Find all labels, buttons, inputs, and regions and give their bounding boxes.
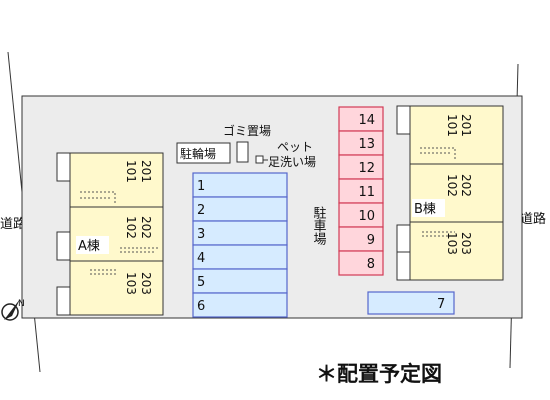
- building-b: 201 101 202 102 203 103 B棟: [396, 105, 504, 281]
- building-b-unit-03: [409, 221, 504, 281]
- building-b-lower-01: 101: [445, 114, 459, 137]
- building-a-upper-02: 202: [139, 216, 153, 239]
- parking-lot-label: 11: [358, 185, 375, 200]
- building-a: 201 101 202 102 203 103 A棟: [56, 152, 164, 316]
- building-a-unit-03: [69, 260, 164, 316]
- parking-lot-11: [338, 178, 384, 204]
- building-a-lower-01: 101: [124, 160, 138, 183]
- building-a-lower-02: 102: [124, 216, 138, 239]
- building-b-upper-02: 202: [459, 174, 473, 197]
- parking-lot-label: 5: [197, 275, 205, 290]
- building-a-upper-03: 203: [139, 272, 153, 295]
- building-b-upper-01: 201: [459, 114, 473, 137]
- building-a-upper-01: 201: [139, 160, 153, 183]
- parking-lot-label: 1: [197, 179, 205, 194]
- garbage-label: ゴミ置場: [223, 123, 271, 138]
- parking-lot-7-label: 7: [437, 297, 445, 312]
- parking-lot-2: [192, 196, 288, 222]
- north-arrow-icon: N: [1, 299, 25, 321]
- pet-wash-label-line1: ペット: [277, 140, 313, 154]
- bicycle-parking-label: 駐輪場: [180, 146, 216, 161]
- parking-lot-9: [338, 226, 384, 252]
- layout-note: ＊配置予定図: [316, 362, 442, 386]
- parking-lot-label: 3: [197, 227, 205, 242]
- svg-text:N: N: [18, 299, 25, 309]
- parking-lot-4: [192, 244, 288, 270]
- parking-lot-label: 2: [197, 203, 205, 218]
- building-a-lower-03: 103: [124, 272, 138, 295]
- pet-wash-label-line2: 足洗い場: [268, 155, 316, 169]
- water-tap-icon: [255, 155, 268, 164]
- parking-lot-6: [192, 292, 288, 318]
- parking-lot-label: 9: [367, 233, 375, 248]
- parking-lot-10: [338, 202, 384, 228]
- parking-label: 駐車場: [311, 206, 327, 245]
- parking-lot-label: 6: [197, 299, 205, 314]
- road-label-right: 道路: [520, 211, 546, 227]
- parking-lots-blue: 1 2 3 4 5 6: [192, 172, 288, 318]
- bicycle-parking-box: [176, 142, 231, 164]
- parking-lot-label: 12: [358, 161, 375, 176]
- parking-lots-pink: 14 13 12 11 10 9 8: [338, 106, 384, 276]
- parking-lot-3: [192, 220, 288, 246]
- building-b-lower-03: 103: [445, 232, 459, 255]
- road-label-left: 道路: [0, 216, 26, 232]
- parking-lot-label: 10: [358, 209, 375, 224]
- parking-lot-5: [192, 268, 288, 294]
- parking-lot-8: [338, 250, 384, 276]
- parking-lot-7: [367, 291, 455, 315]
- parking-lot-1: [192, 172, 288, 198]
- garbage-box: [236, 141, 249, 163]
- building-a-label: A棟: [78, 239, 100, 254]
- parking-lot-label: 14: [358, 113, 375, 128]
- building-b-upper-03: 203: [459, 232, 473, 255]
- parking-lot-label: 13: [358, 137, 375, 152]
- building-b-unit-01: [409, 105, 504, 165]
- parking-lot-label: 4: [197, 251, 205, 266]
- parking-lot-label: 8: [367, 257, 375, 272]
- building-b-label: B棟: [414, 202, 436, 217]
- building-b-lower-02: 102: [445, 174, 459, 197]
